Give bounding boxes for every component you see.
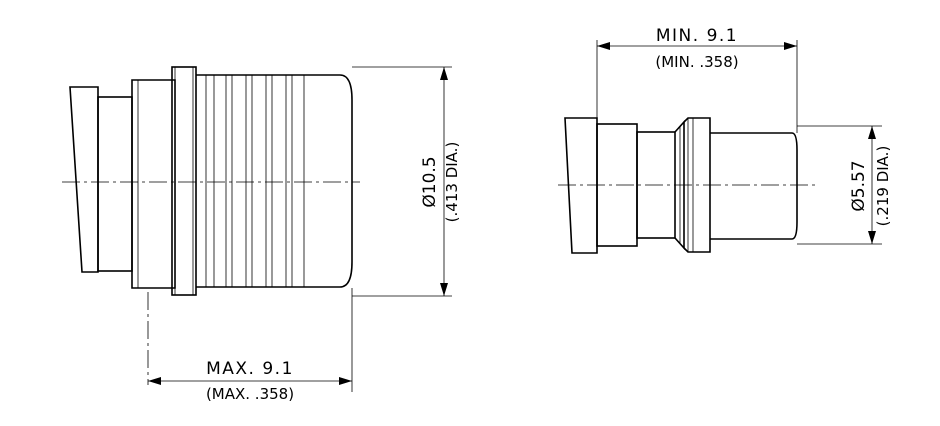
right-length-label: MIN. 9.1: [656, 26, 738, 46]
right-taper: [674, 119, 685, 251]
right-pin-body: [710, 132, 798, 240]
left-body-front: [131, 79, 176, 289]
left-part: Ø10.5 (.413 DIA.) MAX. 9.1 (MAX. .358): [62, 66, 461, 403]
left-diameter-label-inch: (.413 DIA.): [443, 142, 461, 223]
left-collar: [171, 66, 197, 296]
right-part: Ø5.57 (.219 DIA.) MIN. 9.1 (MIN. .358): [558, 26, 892, 254]
right-flange: [564, 117, 598, 254]
right-groove: [636, 131, 676, 239]
left-neck: [97, 96, 133, 272]
left-length-label-inch: (MAX. .358): [206, 385, 294, 403]
left-diameter-label: Ø10.5: [420, 156, 440, 207]
right-diameter-label: Ø5.57: [849, 160, 869, 211]
left-length-label: MAX. 9.1: [206, 359, 294, 379]
left-flange: [69, 86, 99, 273]
left-length-dimension: MAX. 9.1 (MAX. .358): [148, 288, 353, 403]
left-diameter-dimension: Ø10.5 (.413 DIA.): [352, 66, 461, 297]
right-length-dimension: MIN. 9.1 (MIN. .358): [596, 26, 798, 133]
left-ribs: [205, 75, 305, 287]
right-length-label-inch: (MIN. .358): [655, 53, 738, 71]
left-ribbed-body: [196, 74, 353, 288]
right-diameter-dimension: Ø5.57 (.219 DIA.): [797, 125, 892, 245]
right-diameter-label-inch: (.219 DIA.): [874, 146, 892, 227]
